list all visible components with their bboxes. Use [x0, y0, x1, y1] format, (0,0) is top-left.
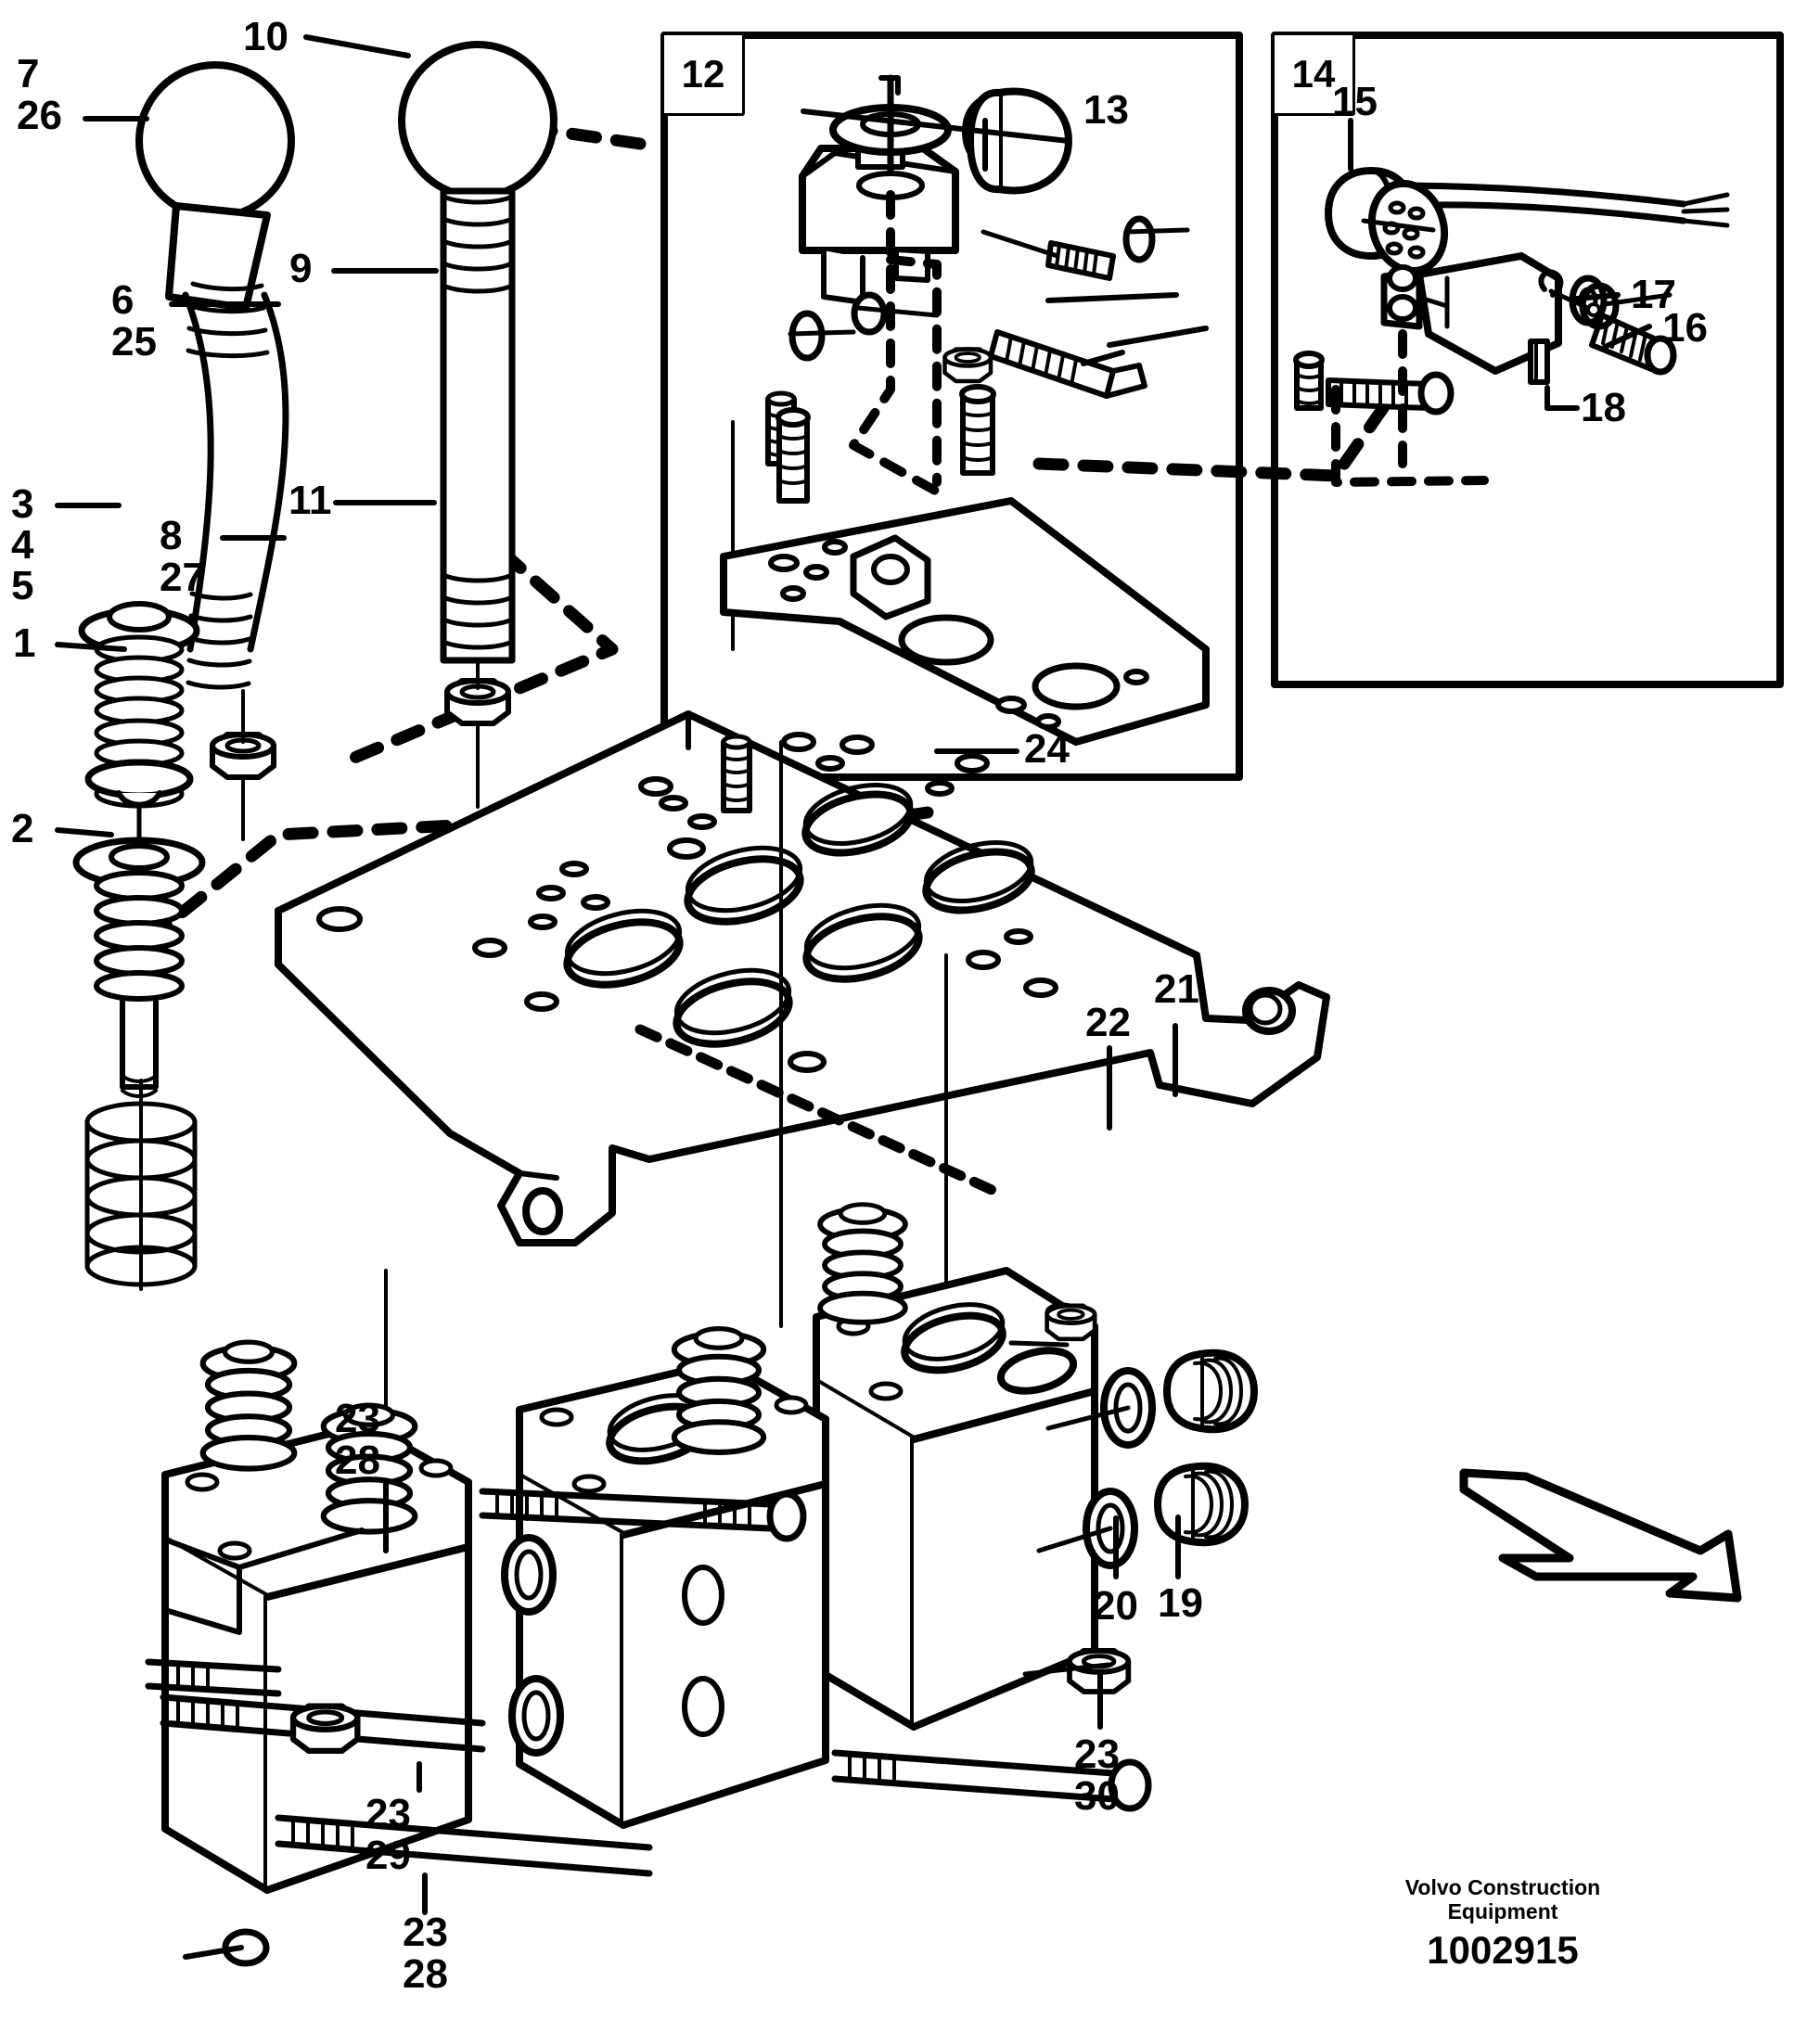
valve-block-rear [813, 1202, 1098, 1731]
inset14-dash [1331, 329, 1489, 487]
callout-5: 5 [11, 563, 34, 608]
inset-label-12: 12 [664, 35, 742, 113]
callout-16: 16 [1662, 305, 1708, 351]
inset12-dash [849, 190, 942, 496]
callout-13: 13 [1083, 87, 1129, 133]
inset14-fasteners [1293, 269, 1677, 415]
callout-10: 10 [243, 14, 288, 59]
nut-23-30 [1022, 1651, 1128, 1692]
nut-8-27 [212, 689, 274, 841]
tie-rod-bottom [183, 1814, 653, 1967]
mounting-plate-24 [275, 710, 1330, 1246]
lever-knob-10 [398, 41, 558, 200]
tie-rod-lower [160, 1693, 486, 1751]
callout-3: 3 [11, 481, 34, 527]
callout-8-27: 8 27 [160, 513, 205, 600]
direction-arrow [1459, 1468, 1742, 1603]
callout-21: 21 [1154, 966, 1199, 1012]
footer-block: Volvo Construction Equipment 1002915 [1234, 1875, 1772, 1973]
callout-22: 22 [1085, 1000, 1131, 1045]
inset14-flange-disc [1361, 179, 1449, 275]
callout-4: 4 [11, 522, 34, 568]
leader-lines [55, 34, 1209, 1915]
valve-spool-1 [72, 804, 206, 1098]
plug-19 [1158, 1466, 1245, 1542]
callout-20: 20 [1093, 1583, 1138, 1629]
brand-line-1: Volvo Construction [1404, 1875, 1601, 1899]
callout-15: 15 [1332, 79, 1378, 124]
lever-shaft-6 [182, 281, 289, 690]
inset-label-14: 14 [1275, 35, 1352, 113]
tie-rod-upper [479, 1488, 807, 1542]
lever-shaft-9 [440, 187, 516, 664]
callout-23-28-upper: 23 28 [335, 1396, 380, 1483]
callout-7-26: 7 26 [17, 51, 62, 138]
screw-through-plate-2 [721, 734, 752, 813]
lever-knob-7 [135, 61, 295, 312]
inset12-fasteners [775, 215, 1190, 504]
callout-9: 9 [289, 246, 313, 291]
tie-rod-left-lower [145, 1658, 282, 1697]
part-number: 1002915 [1427, 1927, 1579, 1972]
callout-18: 18 [1581, 385, 1626, 430]
callout-23-29: 23 29 [365, 1791, 411, 1878]
spring-2 [84, 1079, 198, 1291]
nut-11 [447, 658, 508, 809]
valve-block-middle [516, 1326, 829, 1829]
tie-rod-rear [831, 1749, 1152, 1812]
valve-block-front [161, 1339, 472, 1894]
callout-6-25: 6 25 [111, 277, 157, 364]
inset14-bracket-plate [1380, 252, 1562, 375]
nut-small-top [1008, 1306, 1095, 1348]
callout-11: 11 [288, 478, 332, 523]
spring-assembly-3-4-5 [78, 601, 200, 806]
callout-24: 24 [1024, 726, 1070, 772]
callout-23-30: 23 30 [1074, 1732, 1120, 1819]
leader-lines-inset14 [1348, 118, 1652, 411]
callout-23-28-lower: 23 28 [403, 1910, 448, 1997]
callout-19: 19 [1158, 1580, 1203, 1626]
washer-22 [1045, 1371, 1152, 1445]
callout-1: 1 [13, 620, 36, 666]
inset12-mount-plate [720, 497, 1210, 746]
brand-line-2: Equipment [1447, 1899, 1558, 1924]
callout-2: 2 [11, 806, 34, 851]
callout-17: 17 [1631, 272, 1676, 317]
plug-21 [1167, 1353, 1254, 1429]
washer-20 [1036, 1491, 1134, 1566]
